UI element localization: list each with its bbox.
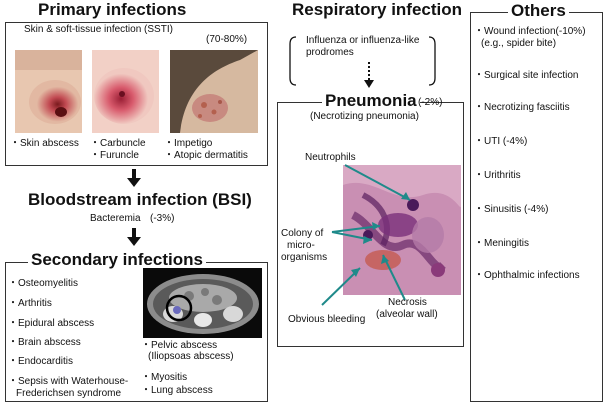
label-necrosis-2: (alveolar wall) [376,309,438,320]
secondary-item-endocarditis: ・Endocarditis [8,356,74,367]
ct-scan-image [143,268,262,338]
primary-subtitle: Skin & soft-tissue infection (SSTI) [24,24,173,35]
others-item-meningitis: ・Meningitis [474,238,530,249]
others-item-wound-eg: (e.g., spider bite) [481,38,557,49]
secondary-item-epidural-abscess: ・Epidural abscess [8,318,95,329]
label-colony-3: organisms [281,252,328,263]
ct-item-myositis: ・Myositis [141,372,188,383]
others-item-wound: ・Wound infection(-10%) [474,26,586,37]
others-item-necrotizing: ・Necrotizing fasciitis [474,102,570,113]
ct-item-pelvic-abscess: ・Pelvic abscess [141,340,218,351]
ct-item-iliopsoas: (Iliopsoas abscess) [148,351,234,362]
impetigo-photo [170,50,258,133]
caption-skin-abscess: ・Skin abscess [10,138,79,149]
secondary-item-brain-abscess: ・Brain abscess [8,337,81,348]
primary-box [5,22,268,166]
others-item-surgical: ・Surgical site infection [474,70,579,81]
secondary-title: Secondary infections [28,250,206,270]
bsi-share: (-3%) [150,213,175,224]
skin-abscess-photo [15,50,82,133]
secondary-item-sepsis: ・Sepsis with Waterhouse- [8,376,129,387]
primary-share: (70-80%) [206,34,248,45]
label-colony-2: micro- [287,240,315,251]
secondary-item-arthritis: ・Arthritis [8,298,52,309]
respiratory-title: Respiratory infection [292,0,463,19]
pneumonia-title: Pneumonia [322,91,420,111]
primary-title: Primary infections [38,0,187,19]
bsi-subtitle: Bacteremia [90,213,141,224]
caption-furuncle: ・Furuncle [90,150,139,161]
others-item-ophthalmic: ・Ophthalmic infections [474,270,580,281]
label-colony-1: Colony of [281,228,324,239]
secondary-item-sepsis-cont: Frederichsen syndrome [16,388,122,399]
ct-item-lung-abscess: ・Lung abscess [141,385,213,396]
label-bleeding: Obvious bleeding [288,314,366,325]
bsi-title: Bloodstream infection (BSI) [28,190,252,209]
others-item-urithritis: ・Urithritis [474,170,521,181]
caption-impetigo: ・Impetigo [164,138,213,149]
histology-image [343,165,461,295]
carbuncle-photo [92,50,159,133]
label-neutrophils: Neutrophils [305,152,356,163]
prodrome-line-2: prodromes [306,47,354,58]
others-item-sinusitis: ・Sinusitis (-4%) [474,204,549,215]
prodrome-line-1: Influenza or influenza-like [306,35,420,46]
pneumonia-subtitle: (Necrotizing pneumonia) [310,111,419,122]
label-necrosis-1: Necrosis [388,297,427,308]
others-title: Others [508,1,569,21]
pneumonia-share: (-2%) [418,97,443,108]
caption-carbuncle: ・Carbuncle [90,138,146,149]
others-item-uti: ・UTI (-4%) [474,136,528,147]
caption-atopic-dermatitis: ・Atopic dermatitis [164,150,248,161]
secondary-item-osteomyelitis: ・Osteomyelitis [8,278,79,289]
